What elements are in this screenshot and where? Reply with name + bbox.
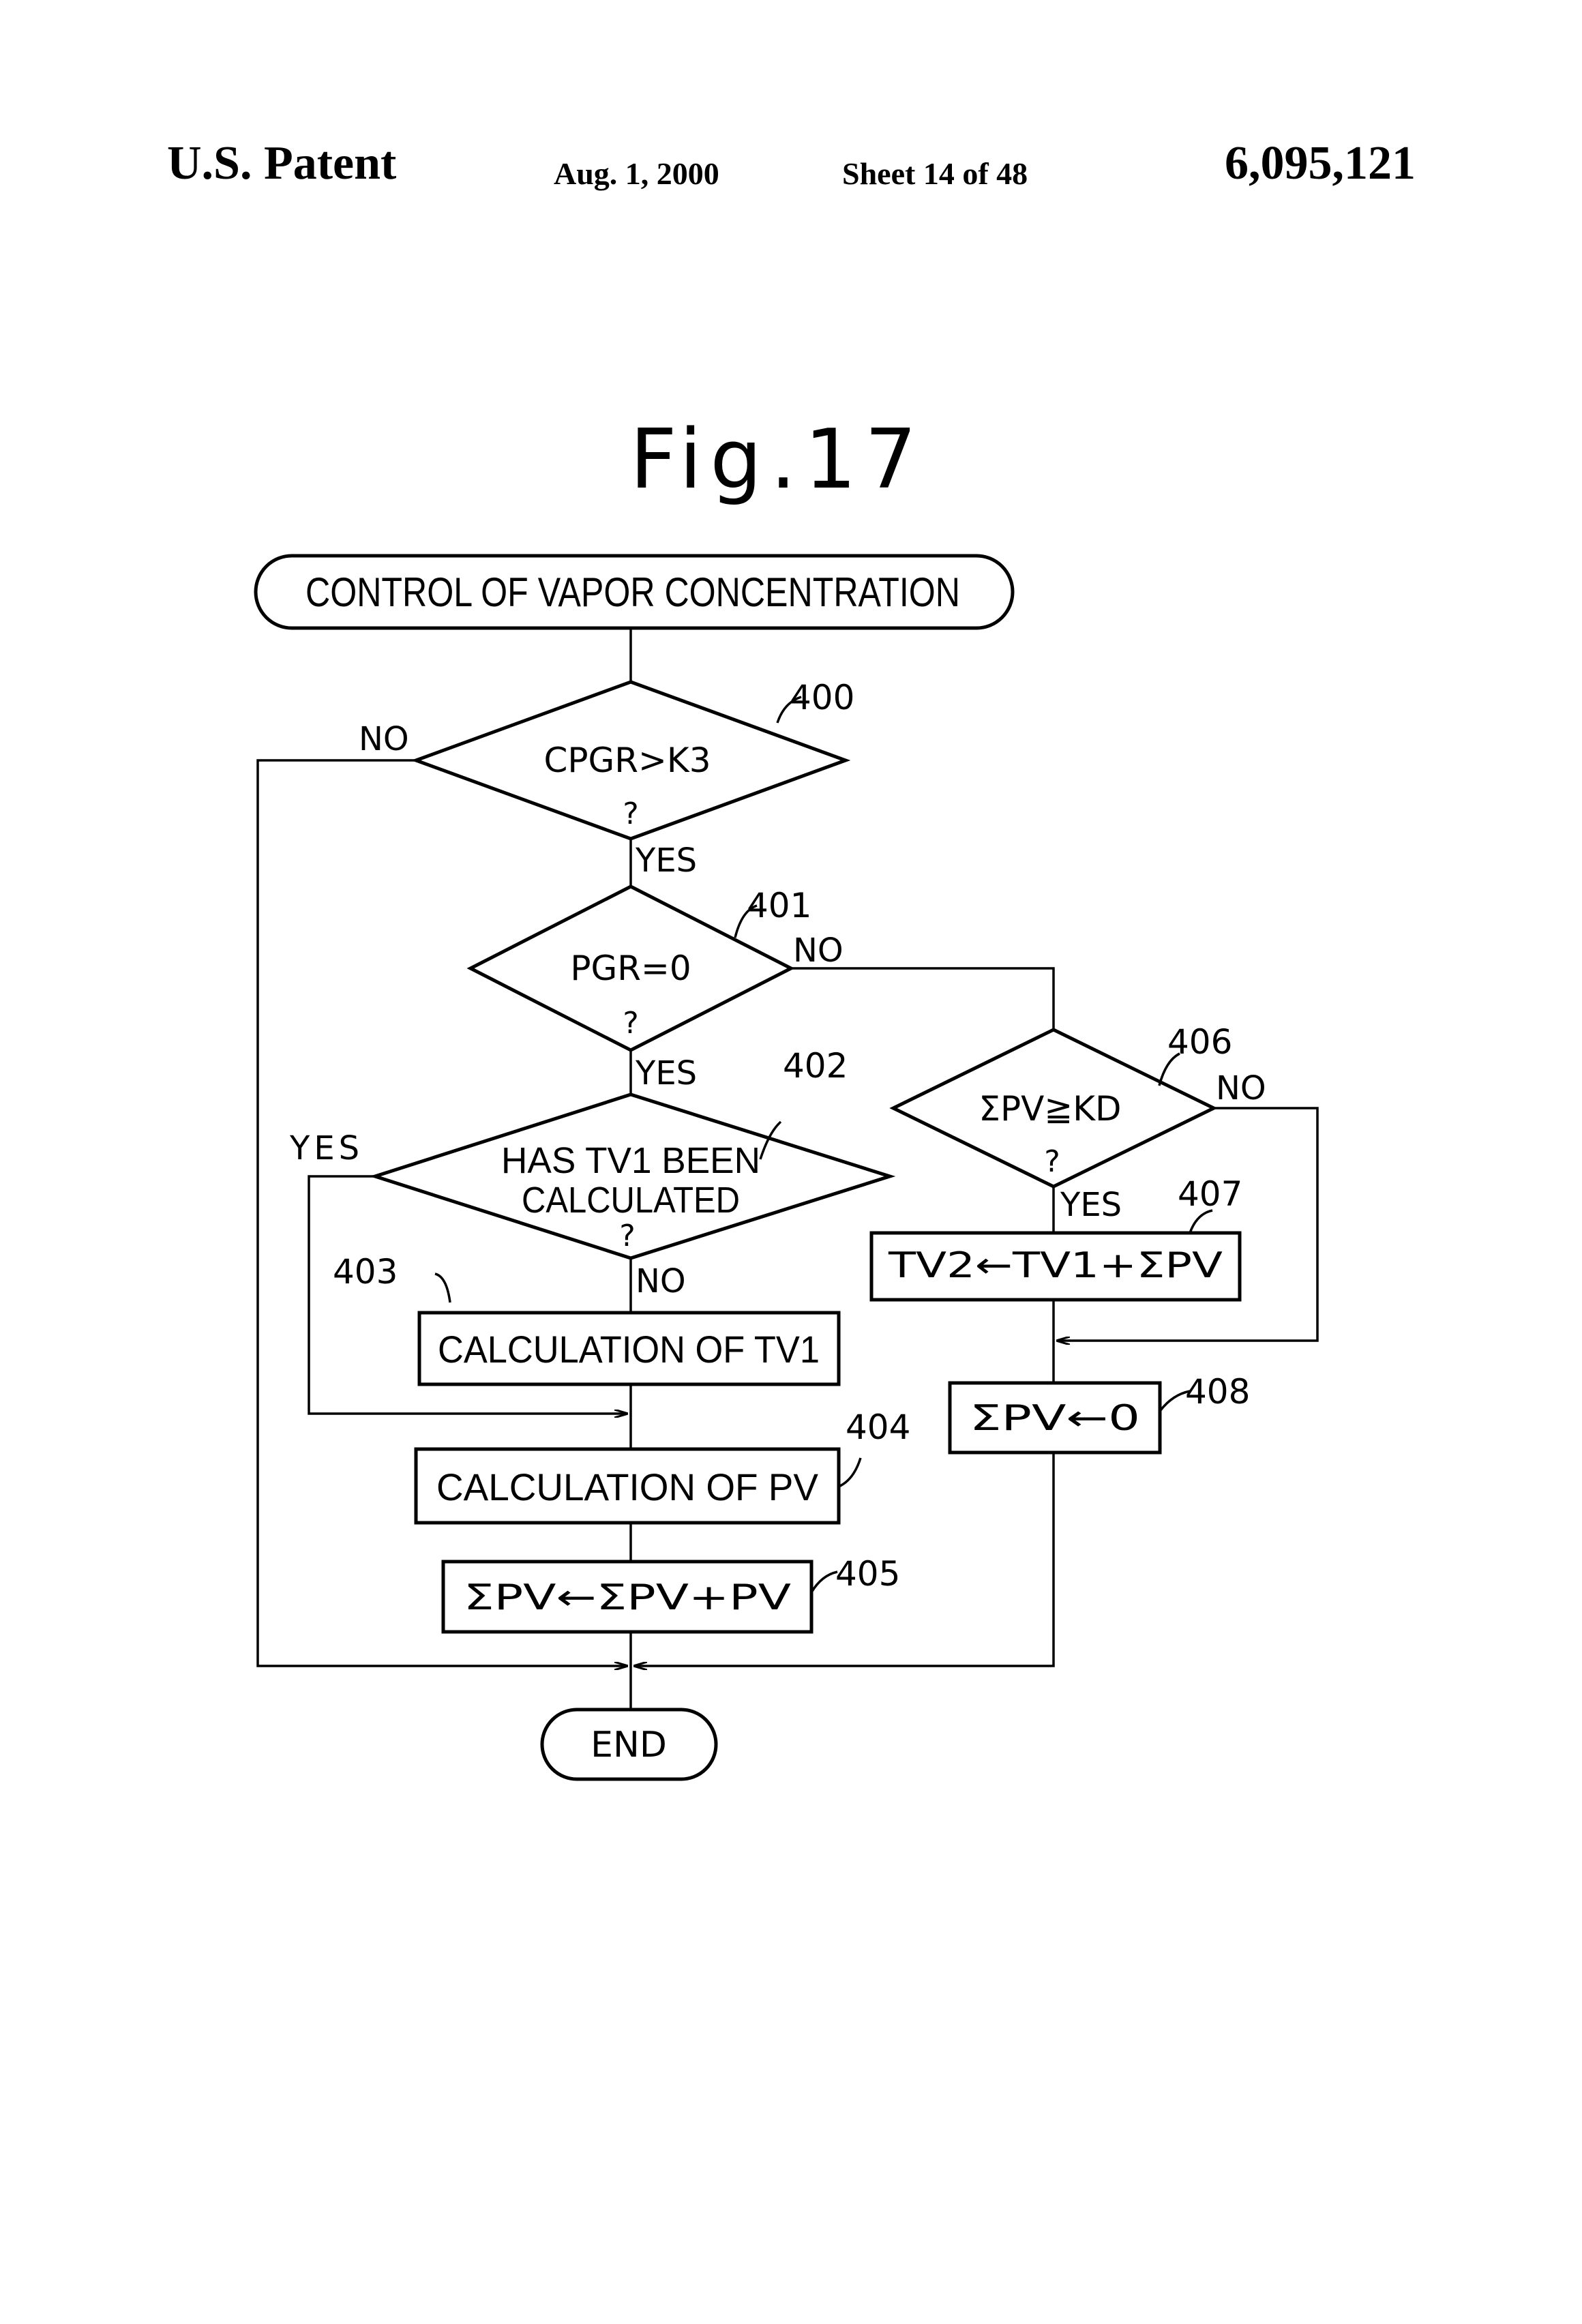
d400-no-label: NO: [359, 720, 409, 758]
d401-yes-label: YES: [635, 1054, 697, 1092]
connector-lines: [258, 628, 1317, 1710]
end-label: END: [591, 1725, 667, 1766]
ref-405: 405: [835, 1554, 900, 1594]
b403-label: CALCULATION OF TV1: [438, 1328, 820, 1371]
b408-label: ΣPV←0: [970, 1398, 1140, 1439]
d402-label-line1: HAS TV1 BEEN: [501, 1140, 760, 1181]
d401-question: ?: [623, 1006, 638, 1041]
d406-no-label: NO: [1216, 1069, 1266, 1107]
d400-question: ?: [623, 796, 638, 831]
ref-407: 407: [1178, 1174, 1242, 1214]
b404-label: CALCULATION OF PV: [436, 1465, 819, 1508]
d402-no-label: NO: [636, 1262, 686, 1300]
d400-label: CPGR>K3: [543, 741, 711, 780]
figure-title: Fig.17: [630, 413, 925, 507]
d406-yes-label: YES: [1060, 1186, 1122, 1224]
b407-label: TV2←TV1+ΣPV: [888, 1245, 1223, 1286]
ref-400: 400: [790, 678, 854, 717]
d400-yes-label: YES: [635, 841, 697, 880]
ref-408: 408: [1185, 1372, 1250, 1412]
b405-label: ΣPV←ΣPV+PV: [464, 1577, 792, 1618]
d401-label: PGR=0: [570, 949, 691, 988]
d406-question: ?: [1044, 1144, 1060, 1179]
d402-yes-label: YES: [289, 1129, 363, 1167]
ref-403: 403: [333, 1252, 398, 1292]
ref-401: 401: [747, 886, 811, 925]
ref-404: 404: [846, 1407, 910, 1447]
ref-406: 406: [1167, 1022, 1232, 1062]
d402-label-line2: CALCULATED: [522, 1180, 740, 1221]
start-label: CONTROL OF VAPOR CONCENTRATION: [305, 569, 960, 615]
d402-question: ?: [619, 1219, 635, 1253]
ref-402: 402: [783, 1046, 848, 1086]
d406-label: ΣPV≧KD: [979, 1089, 1121, 1129]
d401-no-label: NO: [793, 932, 844, 970]
